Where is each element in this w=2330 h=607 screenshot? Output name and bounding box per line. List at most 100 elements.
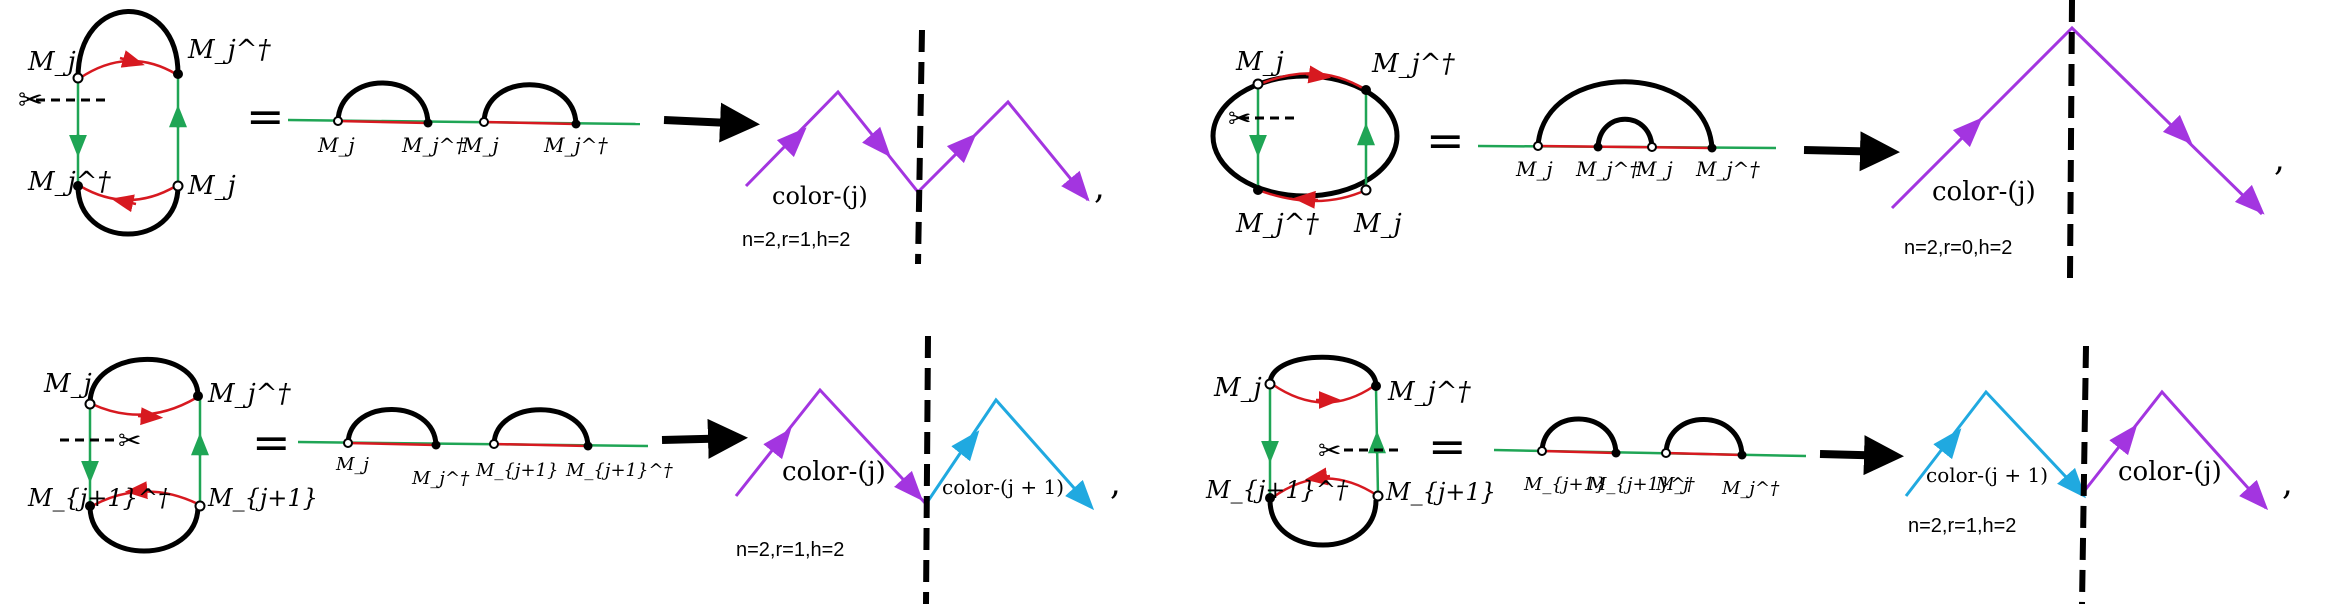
label-top-right: M_j^†	[187, 35, 271, 65]
label-bottom-left: M_{j+1}^†	[1205, 476, 1349, 504]
loop-diagram: ✂ M_j M_j^† M_j^† M_j	[1210, 47, 1455, 239]
label-top-left: M_j	[1235, 47, 1284, 77]
label-top-left: M_j	[43, 369, 92, 399]
label-top-left: M_j	[1213, 373, 1262, 403]
path-arrow	[951, 430, 980, 462]
top-arc	[75, 9, 181, 79]
chord-arc	[335, 80, 431, 124]
path-arrow	[894, 470, 924, 502]
cut-marker	[2079, 345, 2089, 605]
color-label: color-(j + 1)	[1926, 463, 2048, 487]
chord-label: M_j^†	[1575, 157, 1640, 181]
vertex-filled	[1361, 85, 1371, 95]
chord-label: M_j^†	[411, 468, 470, 489]
path-arrow	[2234, 184, 2265, 215]
red-segment	[1541, 449, 1617, 455]
arrow-right-icon	[663, 102, 760, 143]
parameter-label: n=2,r=1,h=2	[1908, 515, 2016, 537]
label-bottom-right: M_{j+1}	[1385, 478, 1496, 506]
equals-sign: =	[1428, 419, 1467, 473]
vertex-open	[333, 116, 343, 126]
vertex-open	[172, 180, 184, 192]
chord-label: M_j	[461, 133, 499, 157]
chord-arc	[1595, 116, 1655, 148]
chord-label: M_j	[1635, 157, 1673, 181]
separator-comma: ,	[1094, 167, 1105, 207]
top-arc	[1267, 354, 1379, 387]
red-arrow	[1304, 467, 1331, 486]
chord-label: M_j^†	[1721, 478, 1780, 499]
vertex-open	[1537, 446, 1547, 456]
loop-diagram: ✂ M_j M_j^† M_{j+1}^† M_{j+1}	[1205, 354, 1496, 548]
separator-comma: ,	[2274, 139, 2285, 179]
parameter-label: n=2,r=0,h=2	[1904, 237, 2012, 259]
path-arrow	[2162, 114, 2193, 145]
color-label: color-(j)	[772, 182, 868, 210]
chord-label: M_j	[1515, 157, 1553, 181]
path-arrow	[1065, 479, 1095, 511]
vertex-filled	[583, 441, 593, 451]
red-segment	[1537, 144, 1713, 150]
parameter-label: n=2,r=1,h=2	[742, 229, 850, 251]
bottom-arc	[1267, 499, 1379, 548]
red-arrow	[137, 407, 164, 426]
path-line-purple	[2080, 389, 2268, 510]
vertex-filled	[193, 391, 203, 401]
chord-diagram: M_j M_j^† M_{j+1} M_{j+1}^†	[297, 407, 674, 489]
vertex-filled	[1737, 450, 1747, 460]
scissors-icon: ✂	[1318, 434, 1341, 467]
path-line	[1890, 25, 2264, 216]
chord-diagram: M_j M_j^† M_j M_j^†	[1477, 79, 1777, 181]
dyck-path: color-(j + 1) color-(j) n=2,r=1,h=2	[1904, 345, 2269, 605]
label-bottom-left: M_j^†	[27, 167, 111, 197]
red-segment	[493, 442, 589, 448]
scissors-icon: ✂	[18, 83, 43, 118]
panel-1: ✂ M_j M_j^† M_j^† M_j = M_j M_j^† M_j M_…	[18, 9, 1105, 265]
top-arc	[87, 356, 201, 405]
chord-label: M_{j+1}^†	[565, 460, 674, 481]
equals-sign: =	[246, 89, 285, 143]
path-arrow	[862, 126, 891, 158]
red-arrow	[110, 194, 137, 213]
label-top-right: M_j^†	[207, 379, 291, 409]
red-arrow	[124, 481, 151, 500]
dyck-path: color-(j) color-(j + 1) n=2,r=1,h=2	[734, 335, 1095, 605]
chord-arc	[1535, 79, 1715, 149]
vertex-open	[1264, 378, 1276, 390]
chord-label: M_{j+1}	[1523, 474, 1606, 495]
vertex-filled	[431, 440, 441, 450]
vertex-open	[1360, 184, 1372, 196]
path-arrow	[1061, 170, 1090, 202]
vertex-open	[1372, 490, 1384, 502]
cut-marker	[2067, 0, 2075, 279]
chord-label: M_j	[317, 133, 355, 157]
path-arrow	[2109, 424, 2138, 456]
separator-comma: ,	[1110, 463, 1121, 503]
vertex-open	[84, 398, 96, 410]
path-arrow	[763, 428, 792, 460]
equals-sign: =	[252, 415, 291, 469]
chord-arc	[481, 82, 579, 125]
vertex-filled	[85, 501, 95, 511]
color-label: color-(j)	[2118, 457, 2222, 487]
vertex-filled	[1253, 185, 1263, 195]
red-segment	[1665, 451, 1743, 457]
chord-diagram: M_j M_j^† M_j M_j^†	[287, 80, 641, 157]
vertex-filled	[1611, 448, 1621, 458]
vertex-filled	[1371, 381, 1381, 391]
vertex-filled	[1265, 493, 1275, 503]
vertex-open	[479, 117, 489, 127]
vertex-open	[1647, 142, 1657, 152]
red-arrow	[1305, 65, 1332, 84]
label-bottom-right: M_j	[1353, 209, 1402, 239]
dyck-path: color-(j) n=2,r=1,h=2	[742, 29, 1090, 265]
chord-arc	[1539, 416, 1619, 454]
label-bottom-right: M_j	[187, 171, 236, 201]
loop-diagram: ✂ M_j M_j^† M_j^† M_j	[18, 9, 271, 237]
path-line-cyan	[1904, 389, 2084, 497]
vertex-open	[194, 500, 206, 512]
red-arrow	[119, 50, 145, 68]
vertex-open	[1661, 448, 1671, 458]
chord-label: M_j^†	[401, 133, 466, 157]
